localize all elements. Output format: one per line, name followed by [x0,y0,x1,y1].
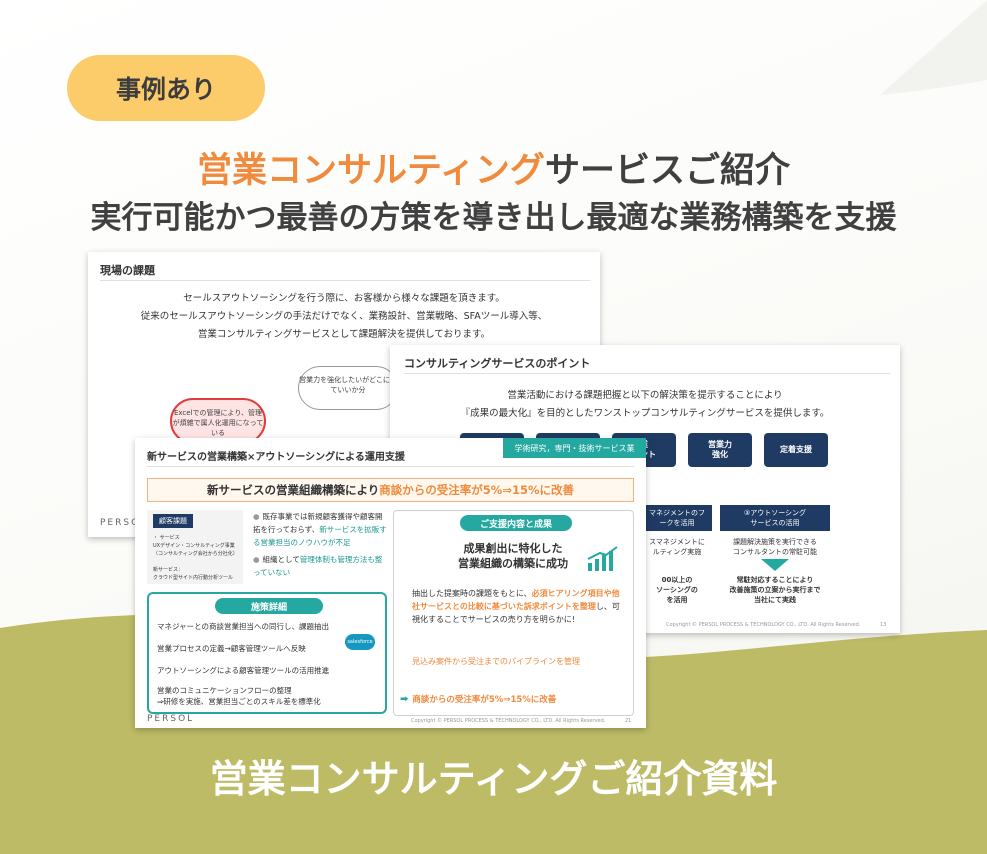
intro-line: 営業コンサルティングサービスとして課題解決を提供しております。 [197,329,491,340]
band-accent: 商談からの受注率が5%⇒15%に改善 [379,483,574,497]
solution-box: 営業力 強化 [688,433,752,467]
client-issue-box: 顧客課題 ・ サービス UXデザイン・コンサルティング事業 （コンサルティング会… [147,510,243,584]
headline-main: 営業コンサルティングサービスご紹介 [0,142,987,193]
client-issue-text: ・ サービス UXデザイン・コンサルティング事業 （コンサルティング会社から分社… [153,535,238,581]
result-band: 新サービスの営業組織構築により商談からの受注率が5%⇒15%に改善 [147,478,634,502]
slide-intro: セールスアウトソーシングを行う際に、お客様から様々な課題を頂きます。 従来のセー… [88,290,600,344]
results-title: ご支援内容と成果 [460,515,572,531]
measure-item: アウトソーシングによる顧客管理ツールの活用推進 [157,666,330,675]
result-item: 抽出した提案時の課題をもとに、必須ヒアリング項目や他社サービスとの比較に基づいた… [412,589,620,624]
client-issue-label: 顧客課題 [153,514,193,528]
column-text: 00以上の ソーシングの を活用 [656,576,698,604]
intro-line: 従来のセールスアウトソーシングの手法だけでなく、業務設計、営業戦略、SFAツール… [140,311,548,322]
slide-intro: 営業活動における課題把握と以下の解決策を提示することにより 『成果の最大化』を目… [390,387,900,423]
issue-item: ●組織として管理体制も管理方法も整っていない [253,555,383,577]
measures-title: 施策詳細 [215,598,323,614]
salesforce-logo: salesforce [345,634,375,650]
case-study-badge: 事例あり [67,55,265,121]
slide-title: 新サービスの営業構築×アウトソーシングによる運用支援 [147,452,405,463]
down-arrow-icon [761,559,789,571]
column-header: ③アウトソーシング サービスの活用 [720,505,830,531]
page-number: 13 [880,622,887,628]
headline-sub: 実行可能かつ最善の方策を導き出し最適な業務構築を支援 [90,200,897,236]
measure-item: 営業のコミュニケーションフローの整理 [157,686,292,695]
footer-title: 営業コンサルティングご紹介資料 [209,757,778,801]
intro-line: 営業活動における課題把握と以下の解決策を提示することにより [507,390,783,401]
headline-accent: 営業コンサルティング [197,151,545,191]
slide-title: コンサルティングサービスのポイント [404,357,591,370]
intro-line: セールスアウトソーシングを行う際に、お客様から様々な課題を頂きます。 [183,293,505,304]
headline-rest: サービスご紹介 [544,151,790,191]
results-box: ご支援内容と成果 成果創出に特化した 営業組織の構築に成功 抽出した提案時の課題… [393,510,634,716]
column-text: 常駐対応することにより 改善施策の立案から実行まで 当社にて実践 [729,576,821,604]
intro-line: 『成果の最大化』を目的としたワンストップコンサルティングサービスを提供します。 [460,408,830,419]
divider [100,280,590,281]
results-headline: 成果創出に特化した 営業組織の構築に成功 [458,542,568,570]
measure-item: ⇒研修を実施、営業担当ごとのスキル差を標準化 [157,697,321,706]
band-prefix: 新サービスの営業組織構築により [207,483,380,497]
column-header: マネジメントのフ ークを活用 [642,505,712,531]
divider [404,373,890,374]
issue-item: ●既存事業では新規顧客獲得や顧客開拓を行っておらず、新サービスを拡販する営業担当… [253,512,387,547]
growth-chart-icon [587,546,618,571]
industry-tag: 学術研究，専門・技術サービス業 [503,438,646,458]
result-item: 見込み案件から受注までのパイプラインを管理 [412,657,580,666]
divider [147,466,634,467]
result-final: ➡商談からの受注率が5%⇒15%に改善 [400,694,557,705]
solution-box: 定着支援 [764,433,828,467]
issue-bubble-highlighted: Excelでの管理により、管理が煩雑で属人化運用になっている [170,398,266,444]
column-text: 課題解決施策を実行できる コンサルタントの常駐可能 [733,538,817,556]
copyright: Copyright © PERSOL PROCESS & TECHNOLOGY … [666,622,861,628]
page-number: 21 [625,718,632,724]
slide-case-study: 新サービスの営業構築×アウトソーシングによる運用支援 学術研究，専門・技術サービ… [135,438,646,728]
measure-item: 営業プロセスの定義→顧客管理ツールへ反映 [157,644,306,653]
issue-bubble: 営業力を強化したいがどこに掛ていいか分 [298,366,398,410]
persol-logo: PERSOL [147,714,195,724]
measure-item: マネジャーとの商談営業担当への同行し、課題抽出 [157,622,330,631]
copyright: Copyright © PERSOL PROCESS & TECHNOLOGY … [411,718,606,724]
issue-list: ●既存事業では新規顧客獲得や顧客開拓を行っておらず、新サービスを拡販する営業担当… [253,510,389,579]
persol-logo: PERSOL [100,518,148,528]
slide-title: 現場の課題 [100,264,155,277]
measures-box: 施策詳細 マネジャーとの商談営業担当への同行し、課題抽出 営業プロセスの定義→顧… [147,592,387,714]
column-text: スマネジメントに ルティング実施 [649,538,705,556]
